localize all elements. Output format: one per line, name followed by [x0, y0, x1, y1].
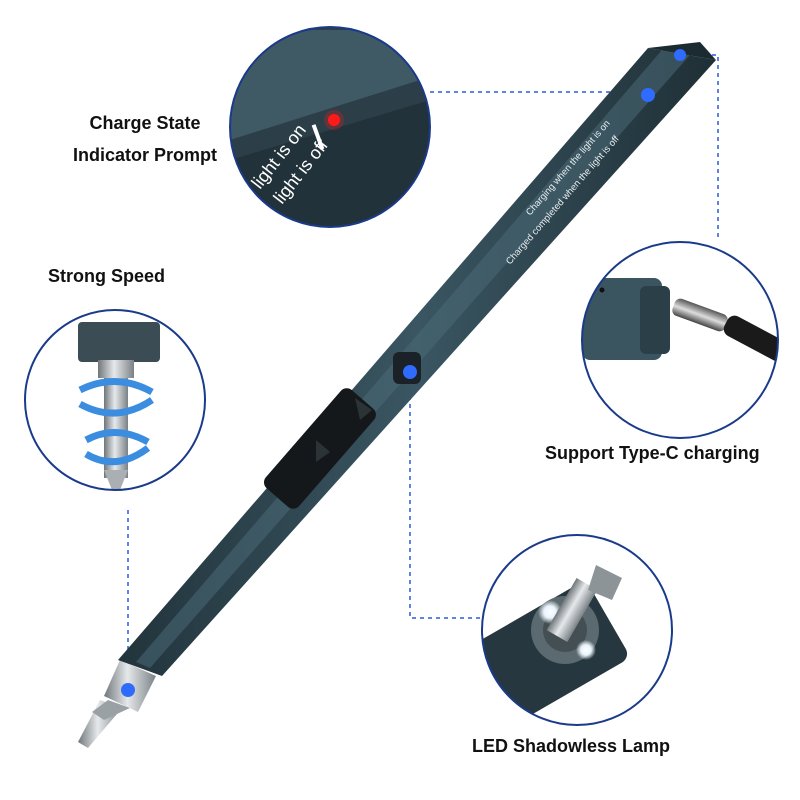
callout-lines [127, 54, 719, 690]
screwdriver-pen [78, 42, 716, 748]
strong-speed-label: Strong Speed [48, 266, 166, 286]
type-c-inset [581, 241, 779, 439]
speed-inset [24, 309, 206, 491]
type-c-label: Support Type-C charging [545, 443, 760, 463]
led-lamp-label: LED Shadowless Lamp [472, 736, 671, 756]
charge-state-label-line2: Indicator Prompt [72, 145, 217, 165]
led-inset [481, 534, 673, 726]
marker-dots [121, 49, 686, 697]
charge-indicator-inset: light is on light is off [229, 26, 431, 228]
charge-state-label: Charge State Indicator Prompt [55, 107, 235, 171]
charge-state-label-line1: Charge State [89, 113, 201, 133]
